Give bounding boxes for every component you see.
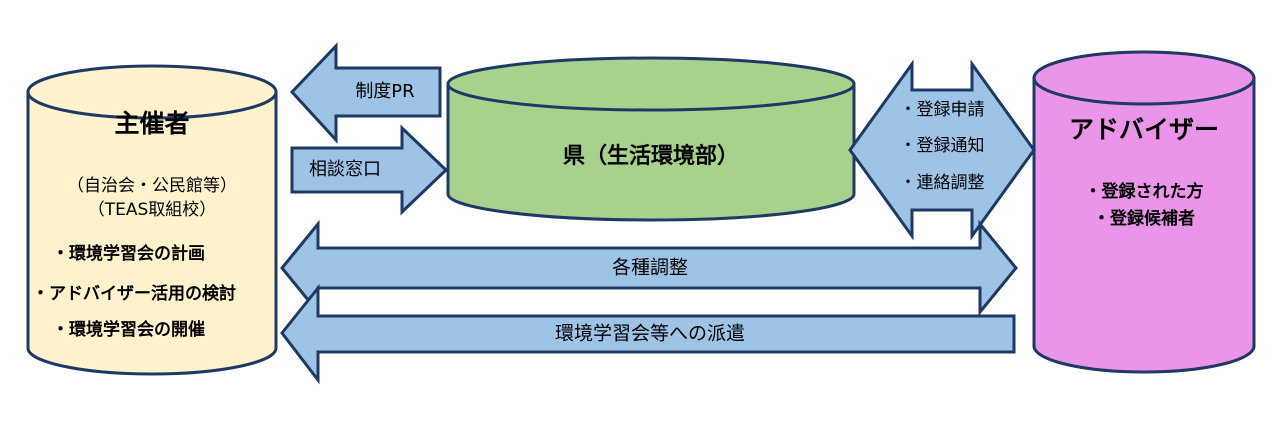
organizer-task-3: ・環境学習会の開催: [52, 320, 205, 340]
prefecture-cylinder: [446, 56, 856, 222]
registration-item-2: ・登録通知: [899, 135, 985, 156]
organizer-title: 主催者: [114, 109, 190, 138]
consultation-label: 相談窓口: [309, 159, 381, 181]
dispatch-label: 環境学習会等への派遣: [554, 322, 746, 345]
advisor-item-2: ・登録候補者: [1093, 208, 1195, 229]
organizer-subtitle-2: （TEAS取組校）: [87, 199, 217, 220]
registration-arrow: [848, 59, 1036, 241]
publicity-label: 制度PR: [355, 81, 415, 103]
registration-item-1: ・登録申請: [899, 99, 985, 120]
coordination-label: 各種調整: [611, 256, 689, 279]
advisor-cylinder: [1032, 50, 1256, 374]
organizer-task-2: ・アドバイザー活用の検討: [32, 284, 236, 304]
advisor-title: アドバイザー: [1068, 115, 1220, 144]
dispatch-arrow: [280, 283, 1016, 385]
organizer-cylinder: [26, 64, 278, 376]
registration-item-3: ・連絡調整: [899, 172, 985, 193]
consultation-arrow: [290, 124, 449, 216]
prefecture-title: 県（生活環境部）: [562, 143, 740, 169]
organizer-subtitle-1: （自治会・公民館等）: [67, 175, 237, 196]
organizer-task-1: ・環境学習会の計画: [52, 244, 205, 264]
advisor-item-1: ・登録された方: [1084, 181, 1204, 202]
publicity-arrow: [289, 42, 442, 144]
